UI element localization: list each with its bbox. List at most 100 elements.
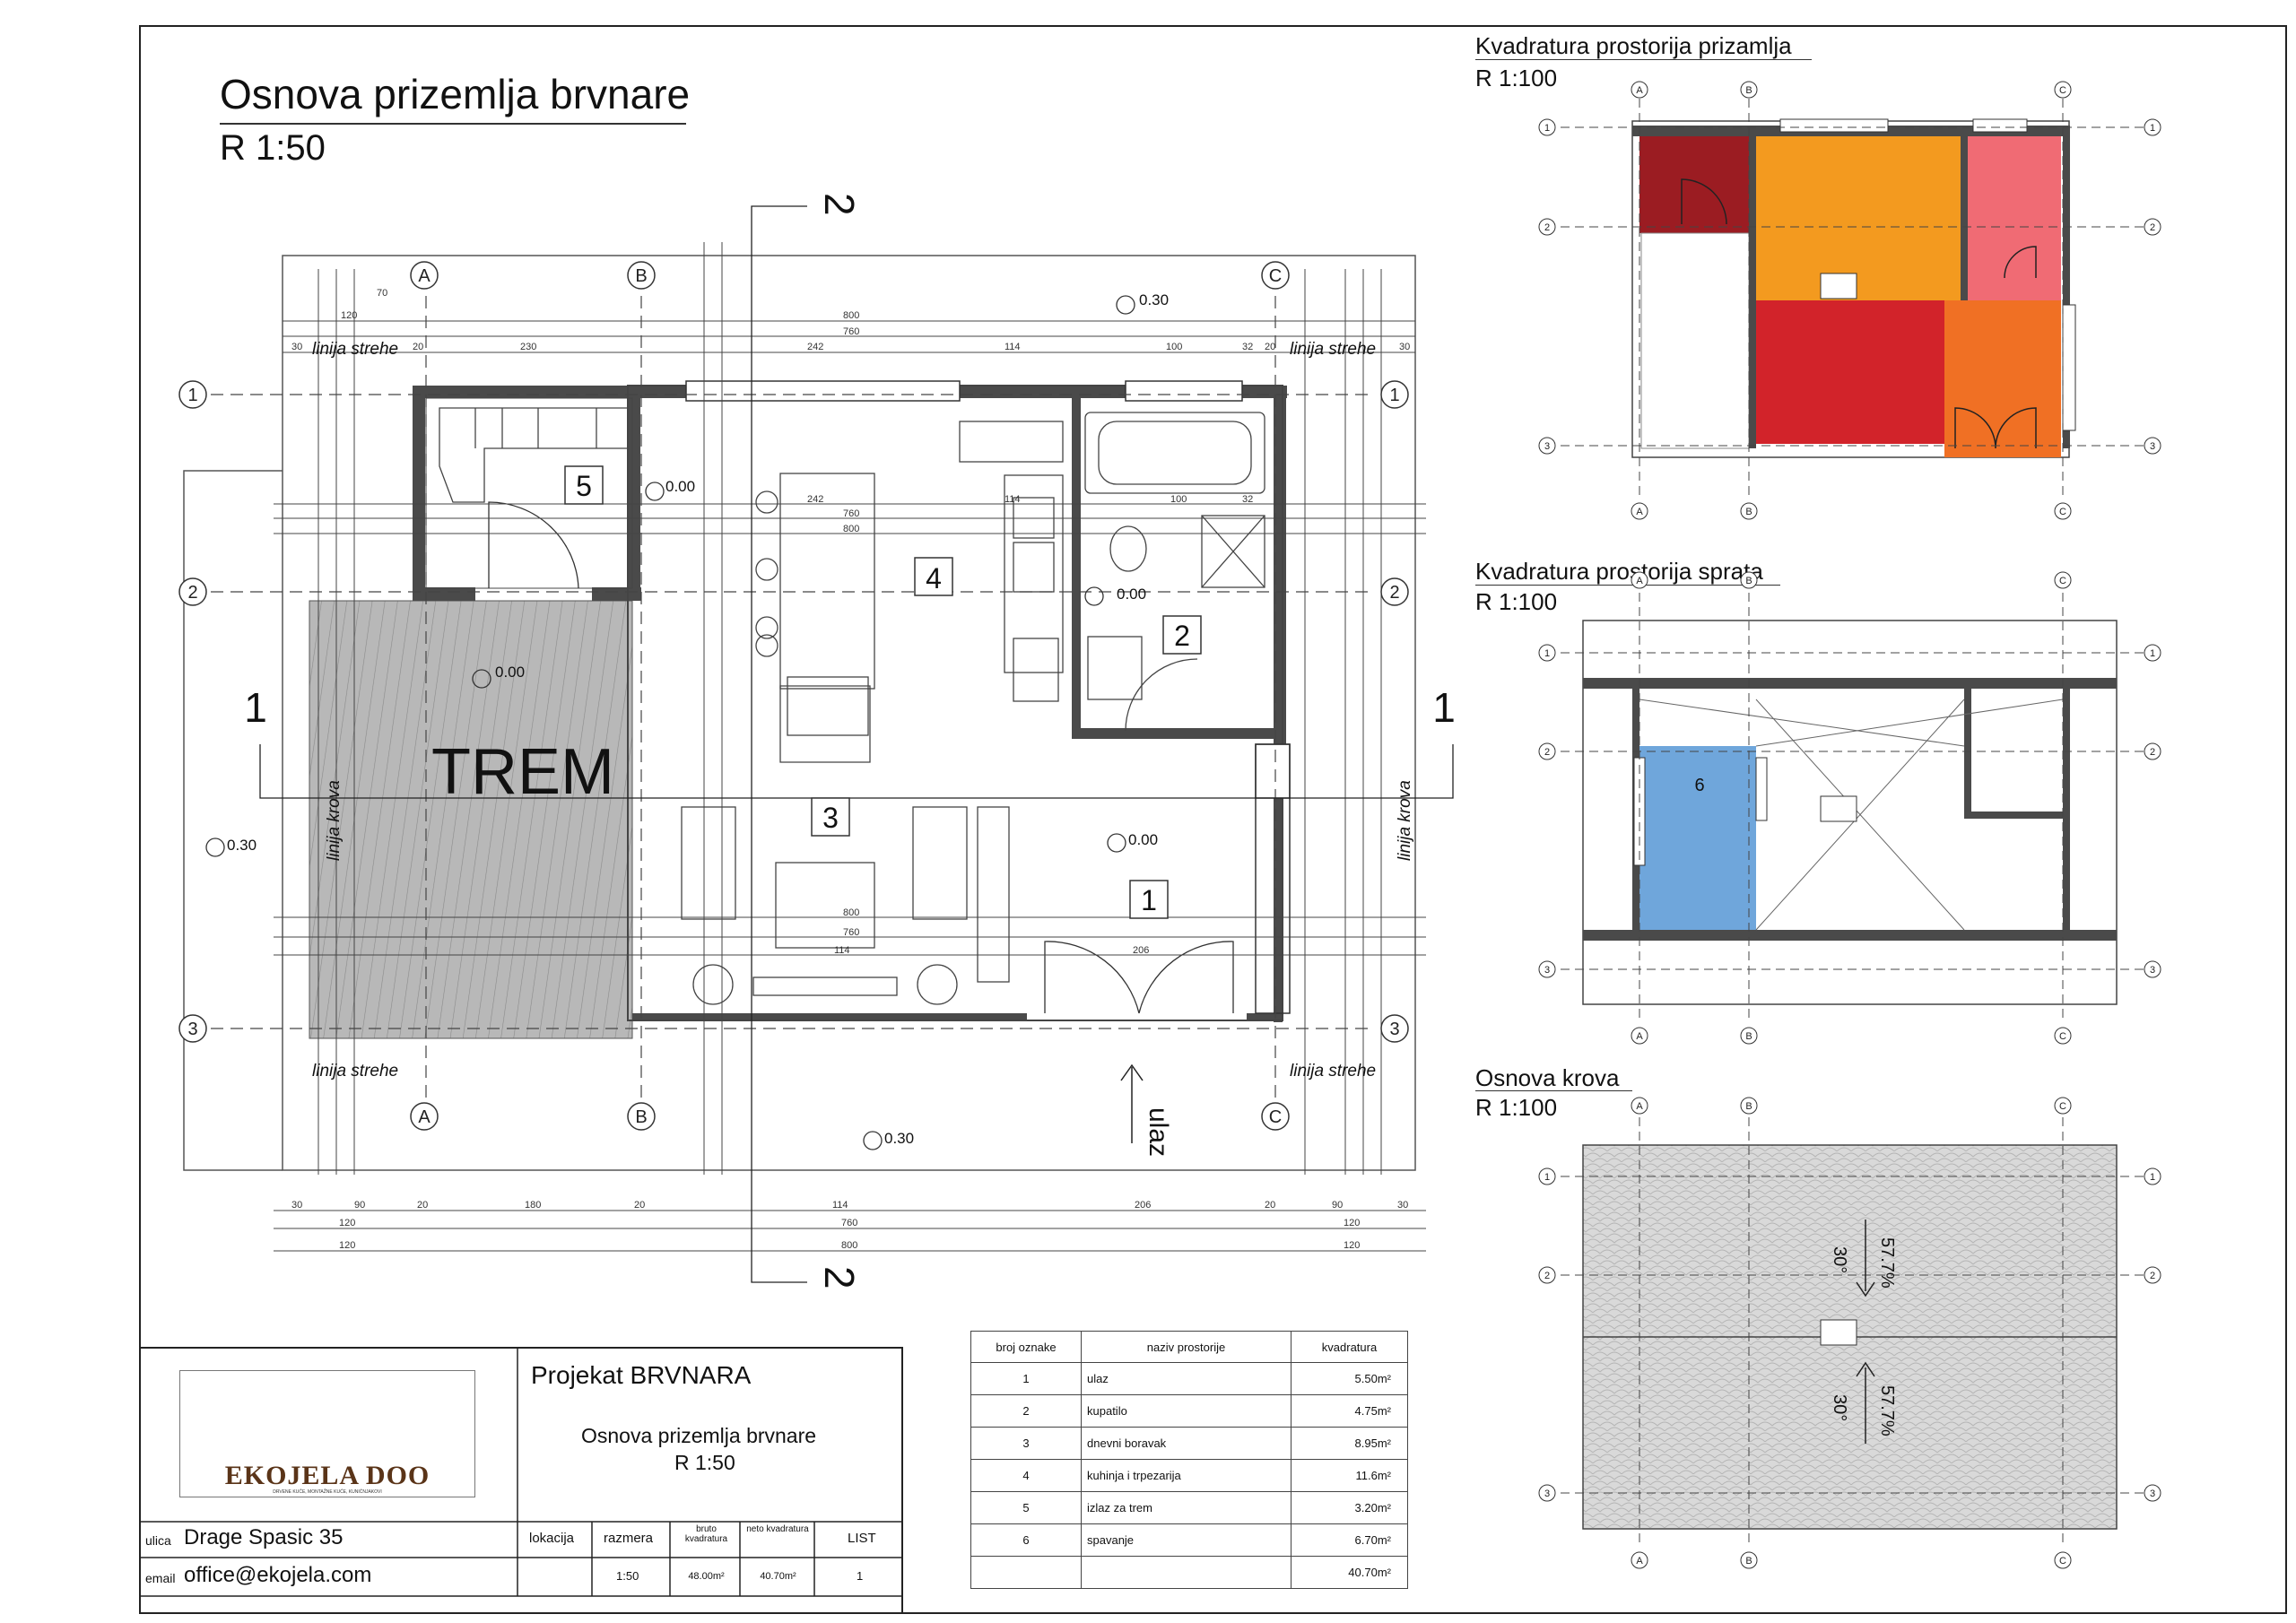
val-gross-area: 48.00m² <box>688 1571 725 1582</box>
upper-floor-title: Kvadratura prostorija sprata <box>1475 558 1763 585</box>
dim-top-4: 30 <box>291 342 302 352</box>
dim-bottom-1: 30 <box>291 1200 302 1211</box>
street-label: ulica <box>145 1533 171 1548</box>
svg-text:A: A <box>1636 1101 1643 1112</box>
living-room <box>681 806 1010 1005</box>
main-plan: ABC ABC 123 123 <box>178 205 1454 1283</box>
svg-text:A: A <box>1636 1031 1643 1042</box>
table-row: 5 izlaz za trem 3.20m² <box>970 1491 1408 1524</box>
svg-text:3: 3 <box>2150 965 2155 976</box>
svg-text:3: 3 <box>2150 441 2155 452</box>
dim-inner-1: 242 <box>807 494 823 505</box>
total-area: 40.70m² <box>1291 1556 1408 1589</box>
svg-text:C: C <box>2059 1031 2066 1042</box>
row-num: 3 <box>970 1427 1082 1460</box>
doors <box>488 501 1234 1014</box>
total-empty-2 <box>1081 1556 1292 1589</box>
roof-scale: R 1:100 <box>1475 1094 1558 1121</box>
svg-text:2: 2 <box>2150 747 2155 758</box>
ulaz-label: ulaz <box>1144 1107 1173 1157</box>
logo-frame: EKOJELA DOO DRVENE KUĆE, MONTAŽNE KUĆE, … <box>179 1370 475 1497</box>
dim-top-11: 20 <box>413 342 423 352</box>
row-name: kupatilo <box>1081 1394 1292 1428</box>
email-label: email <box>145 1571 176 1585</box>
level-marker-5: 0.00 <box>1128 831 1158 848</box>
svg-text:B: B <box>1745 85 1752 96</box>
dim-top-12: 30 <box>1399 342 1410 352</box>
roof-outline-left <box>183 470 283 1171</box>
room-5-fill <box>1639 135 1756 233</box>
row-name: dnevni boravak <box>1081 1427 1292 1460</box>
level-marker-2: 0.00 <box>665 478 695 495</box>
svg-text:B: B <box>1745 1031 1752 1042</box>
room-3-fill <box>1756 300 1944 444</box>
room-number-1: 1 <box>1141 884 1157 916</box>
svg-text:1: 1 <box>1544 1172 1550 1183</box>
dim-bottom-3: 20 <box>417 1200 428 1211</box>
svg-text:B: B <box>1745 576 1752 586</box>
row-num: 4 <box>970 1459 1082 1492</box>
svg-text:1: 1 <box>2150 648 2155 659</box>
dim-bottom-6: 114 <box>832 1200 848 1211</box>
room-number-4: 4 <box>926 562 942 595</box>
roof-line-label-4: linija strehe <box>1290 1062 1376 1081</box>
svg-text:C: C <box>2059 85 2066 96</box>
side-axis-markers <box>1538 81 2161 1569</box>
dim-top-13: 70 <box>377 288 387 299</box>
roof-line-label-1: linija strehe <box>312 340 398 359</box>
room-number-6: 6 <box>1694 776 1704 795</box>
row-num: 2 <box>970 1394 1082 1428</box>
level-marker-4: 0.00 <box>495 664 525 681</box>
project-subtitle: Osnova prizemlja brvnare <box>581 1424 817 1447</box>
level-marker-1: 0.30 <box>1139 291 1169 308</box>
row-area: 4.75m² <box>1291 1394 1408 1428</box>
svg-text:C: C <box>2059 507 2066 517</box>
row-name: ulaz <box>1081 1362 1292 1395</box>
dim-top-7: 114 <box>1004 342 1021 352</box>
grid-axes <box>211 296 1372 1098</box>
bathroom <box>1084 412 1265 732</box>
col-net-area: neto kvadratura <box>746 1524 809 1534</box>
dim-bottom-13: 120 <box>1344 1218 1360 1228</box>
header-name: naziv prostorije <box>1081 1331 1292 1363</box>
axis-2-right: 2 <box>1389 583 1399 603</box>
svg-text:3: 3 <box>1544 965 1550 976</box>
roof-line-label-3: linija strehe <box>312 1062 398 1081</box>
svg-text:3: 3 <box>1544 1488 1550 1499</box>
roof-outline <box>282 255 1416 1171</box>
val-scale: 1:50 <box>616 1569 639 1583</box>
upper-floor-scale: R 1:100 <box>1475 588 1558 615</box>
col-sheet: LIST <box>848 1531 876 1546</box>
dim-bottom-8: 20 <box>1265 1200 1275 1211</box>
roof-line-label-6: linija krova <box>1396 780 1414 861</box>
table-row: 1 ulaz 5.50m² <box>970 1362 1408 1395</box>
trem-label: TREM <box>431 736 614 808</box>
roof-line-label-5: linija krova <box>325 780 344 861</box>
title-block <box>139 1347 903 1614</box>
section-mark-1-left: 1 <box>244 684 267 731</box>
room-4-fill <box>1756 135 1967 300</box>
room-table-header: broj oznake naziv prostorije kvadratura <box>970 1331 1408 1363</box>
svg-text:C: C <box>2059 1101 2066 1112</box>
dim-top-1: 120 <box>341 310 357 321</box>
roof-underline <box>1475 1090 1632 1091</box>
dim-top-3: 760 <box>843 326 859 337</box>
row-area: 3.20m² <box>1291 1491 1408 1524</box>
row-name: kuhinja i trpezarija <box>1081 1459 1292 1492</box>
ground-floor-title: Kvadratura prostorija prizamlja <box>1475 32 1792 59</box>
axis-2-left: 2 <box>187 583 197 603</box>
title-block-grid <box>139 1347 903 1597</box>
dim-inner-10: 114 <box>834 945 850 956</box>
table-row: 6 spavanje 6.70m² <box>970 1523 1408 1557</box>
roof-slope-2: 30° <box>1830 1246 1849 1273</box>
room-number-3: 3 <box>822 802 839 834</box>
row-area: 8.95m² <box>1291 1427 1408 1460</box>
main-scale: R 1:50 <box>220 128 326 168</box>
room-number-2: 2 <box>1174 620 1190 652</box>
axis-3-right: 3 <box>1389 1020 1399 1039</box>
project-scale: R 1:50 <box>674 1451 735 1474</box>
svg-text:A: A <box>1636 576 1643 586</box>
dim-bottom-10: 30 <box>1397 1200 1408 1211</box>
row-area: 6.70m² <box>1291 1523 1408 1557</box>
